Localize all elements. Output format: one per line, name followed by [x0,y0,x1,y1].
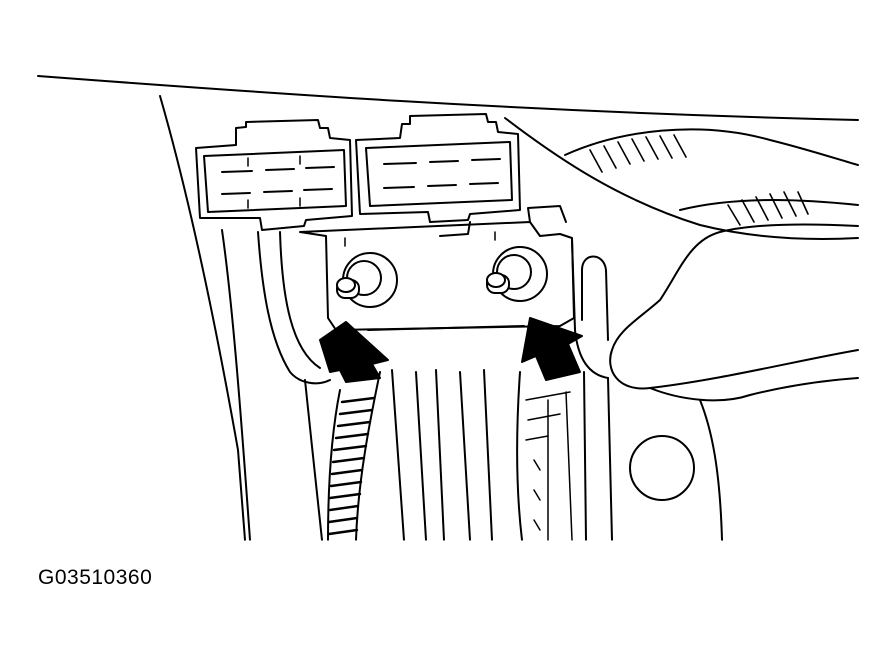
kick-panel [160,96,330,540]
figure-code: G03510360 [38,566,153,589]
relay-connector-right [356,114,520,222]
access-hole [630,436,694,500]
relay-connector-left [196,120,352,230]
column-hatch [590,135,808,225]
mounting-nut-right [487,247,547,301]
mounting-nut-left [337,253,397,307]
wire-harness [328,372,380,540]
arrow-left [320,322,388,382]
arrow-right [522,318,582,380]
steering-column [505,118,858,540]
dash-panel-edge [38,76,858,120]
lower-harness [392,370,586,540]
mounting-bracket [300,206,574,330]
